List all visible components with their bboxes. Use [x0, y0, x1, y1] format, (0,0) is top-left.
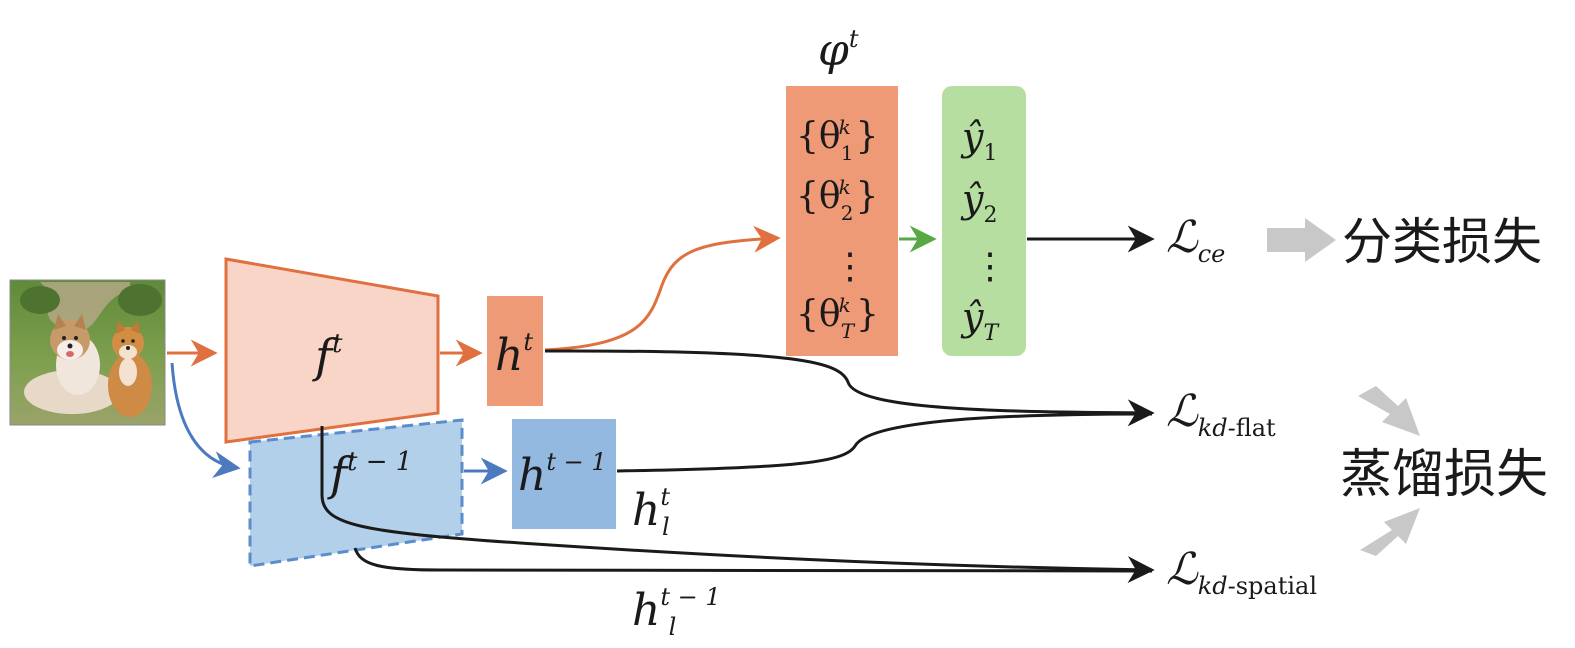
- prediction-1: ŷ1: [960, 115, 997, 166]
- distillation-loss-label: 蒸馏损失: [1340, 445, 1548, 505]
- old-feature-to-flat-arrow: [616, 412, 1153, 473]
- teacher-feature-block: [487, 296, 543, 406]
- teacher-feature-to-flat-arrow: [544, 349, 1155, 427]
- old-feature-extractor-shape: [248, 418, 464, 568]
- loss-kd-flat-label: ℒkd-flat: [1166, 386, 1276, 442]
- old-feature-block: [512, 419, 616, 529]
- loss-kd-spatial-label: ℒkd-spatial: [1166, 544, 1317, 600]
- old-feature-extractor-label: ft − 1: [327, 447, 412, 501]
- prediction-2: ŷ2: [960, 177, 997, 228]
- old-feature-label: ht − 1: [518, 448, 607, 501]
- layer-feature-to-spatial-arrow: [320, 426, 1155, 584]
- feature-extractor-shape: [224, 257, 440, 444]
- old-layer-feature-to-spatial-arrow: [353, 547, 1153, 573]
- feature-to-classifier-arrow: [544, 225, 781, 352]
- classifier-vdots: ⋮: [832, 246, 868, 287]
- classifier-label: φt: [818, 25, 859, 76]
- classifier-block: [786, 86, 898, 356]
- prediction-T: ŷT: [960, 295, 1000, 346]
- prediction-vdots: ⋮: [972, 246, 1008, 287]
- classification-loss-label: 分类损失: [1342, 213, 1542, 271]
- ce-to-classification-gray-arrow: [1267, 218, 1336, 262]
- flat-to-distillation-gray-arrow: [1358, 386, 1420, 436]
- spatial-to-distillation-gray-arrow: [1360, 508, 1420, 556]
- prediction-block: [942, 86, 1026, 356]
- input-to-old-extractor-arrow: [170, 362, 241, 478]
- input-dog-image: [9, 279, 166, 426]
- teacher-feature-label: ht: [495, 328, 533, 381]
- loss-ce-label: ℒce: [1166, 212, 1225, 268]
